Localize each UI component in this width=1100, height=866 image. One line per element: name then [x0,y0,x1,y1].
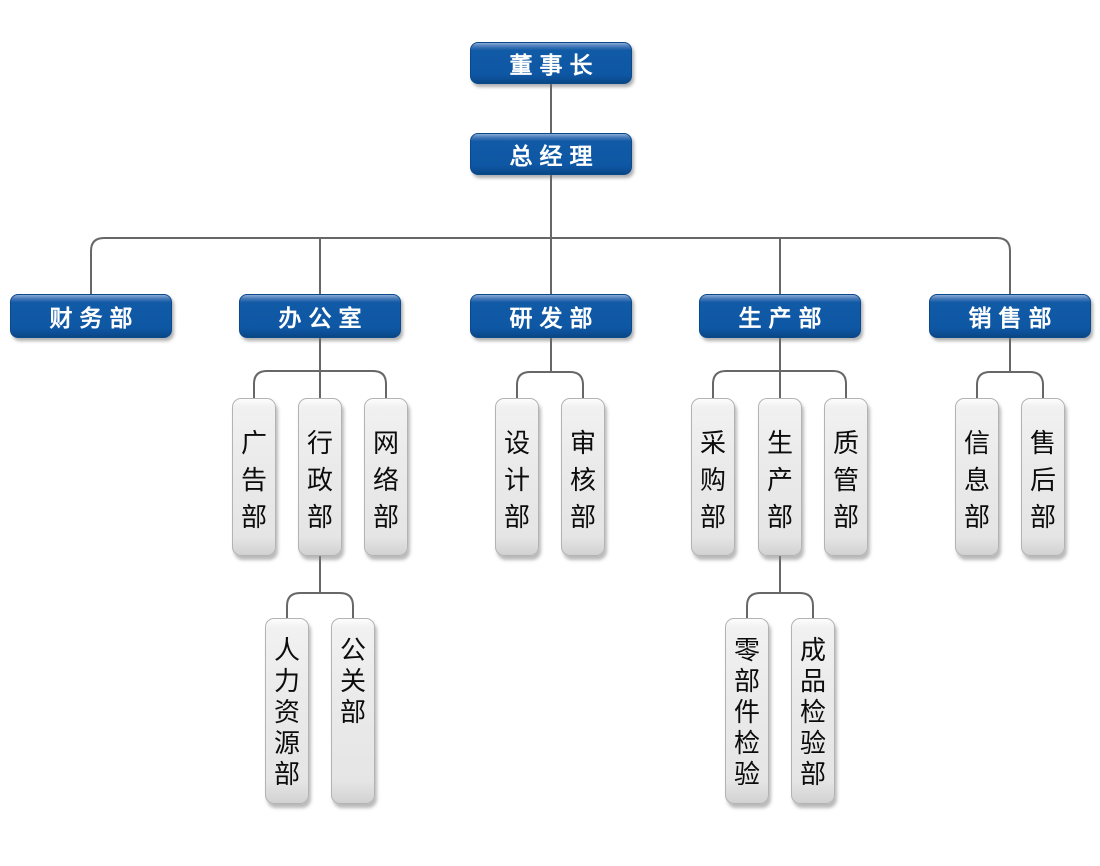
connector-sales-rail [976,371,1044,399]
node-hr: 人力资源部 [265,618,309,804]
connector-office-rail [253,370,387,399]
node-parts-inspection: 零部件检验 [725,618,769,804]
node-general-manager: 总经理 [470,133,632,175]
connector-production-sub-rail [746,592,814,619]
connector-rd-rail [516,371,584,399]
connector-admin-rail [286,592,354,619]
node-finished-inspection: 成品检验部 [791,618,835,804]
node-rd: 研发部 [470,294,632,338]
node-admin: 行政部 [298,398,342,556]
node-pr: 公关部 [331,618,375,804]
node-finance: 财务部 [10,294,172,338]
node-information: 信息部 [955,398,999,556]
node-quality: 质管部 [824,398,868,556]
connector-production-rail [712,370,847,399]
node-chairman: 董事长 [470,42,632,84]
node-production: 生产部 [699,294,861,338]
node-design: 设计部 [495,398,539,556]
node-advertising: 广告部 [232,398,276,556]
node-purchasing: 采购部 [691,398,735,556]
node-network: 网络部 [364,398,408,556]
node-sales: 销售部 [929,294,1091,338]
connector-main-rail [90,237,1011,295]
node-aftersales: 售后部 [1021,398,1065,556]
node-production-sub: 生产部 [758,398,802,556]
node-audit: 审核部 [561,398,605,556]
node-office: 办公室 [239,294,401,338]
